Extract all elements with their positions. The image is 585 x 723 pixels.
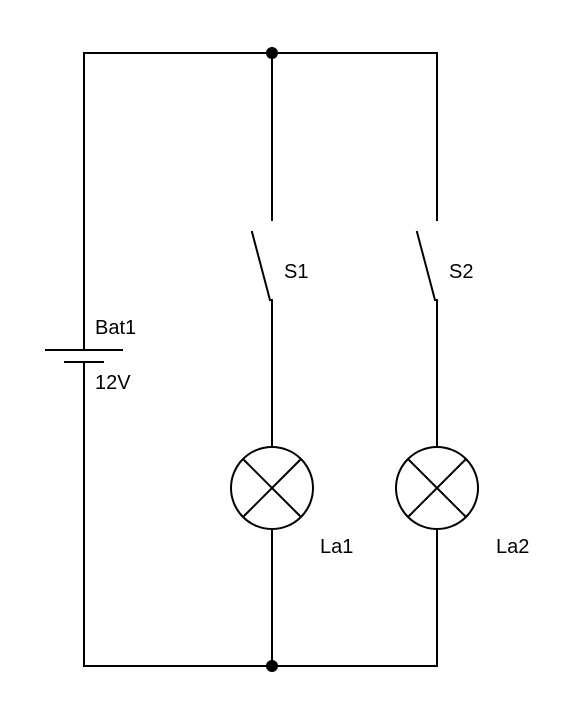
battery-name-label: Bat1 [95,317,136,339]
switch-s1-label: S1 [284,261,308,283]
battery-voltage-label: 12V [95,372,131,394]
branch-2: S2 La2 [271,52,529,667]
lamp-la2-cross-b [407,458,467,518]
junction-node-top [266,47,278,59]
battery-branch: Bat1 12V [45,52,273,667]
switch-s2-label: S2 [449,261,473,283]
branch-1: S1 La1 [230,52,353,667]
switch-s1-blade [250,230,272,302]
switch-s2-blade [415,230,437,302]
lamp-la2-label: La2 [496,536,529,558]
junction-node-bottom [266,660,278,672]
lamp-la1-label: La1 [320,536,353,558]
lamp-la1-cross-b [242,458,302,518]
